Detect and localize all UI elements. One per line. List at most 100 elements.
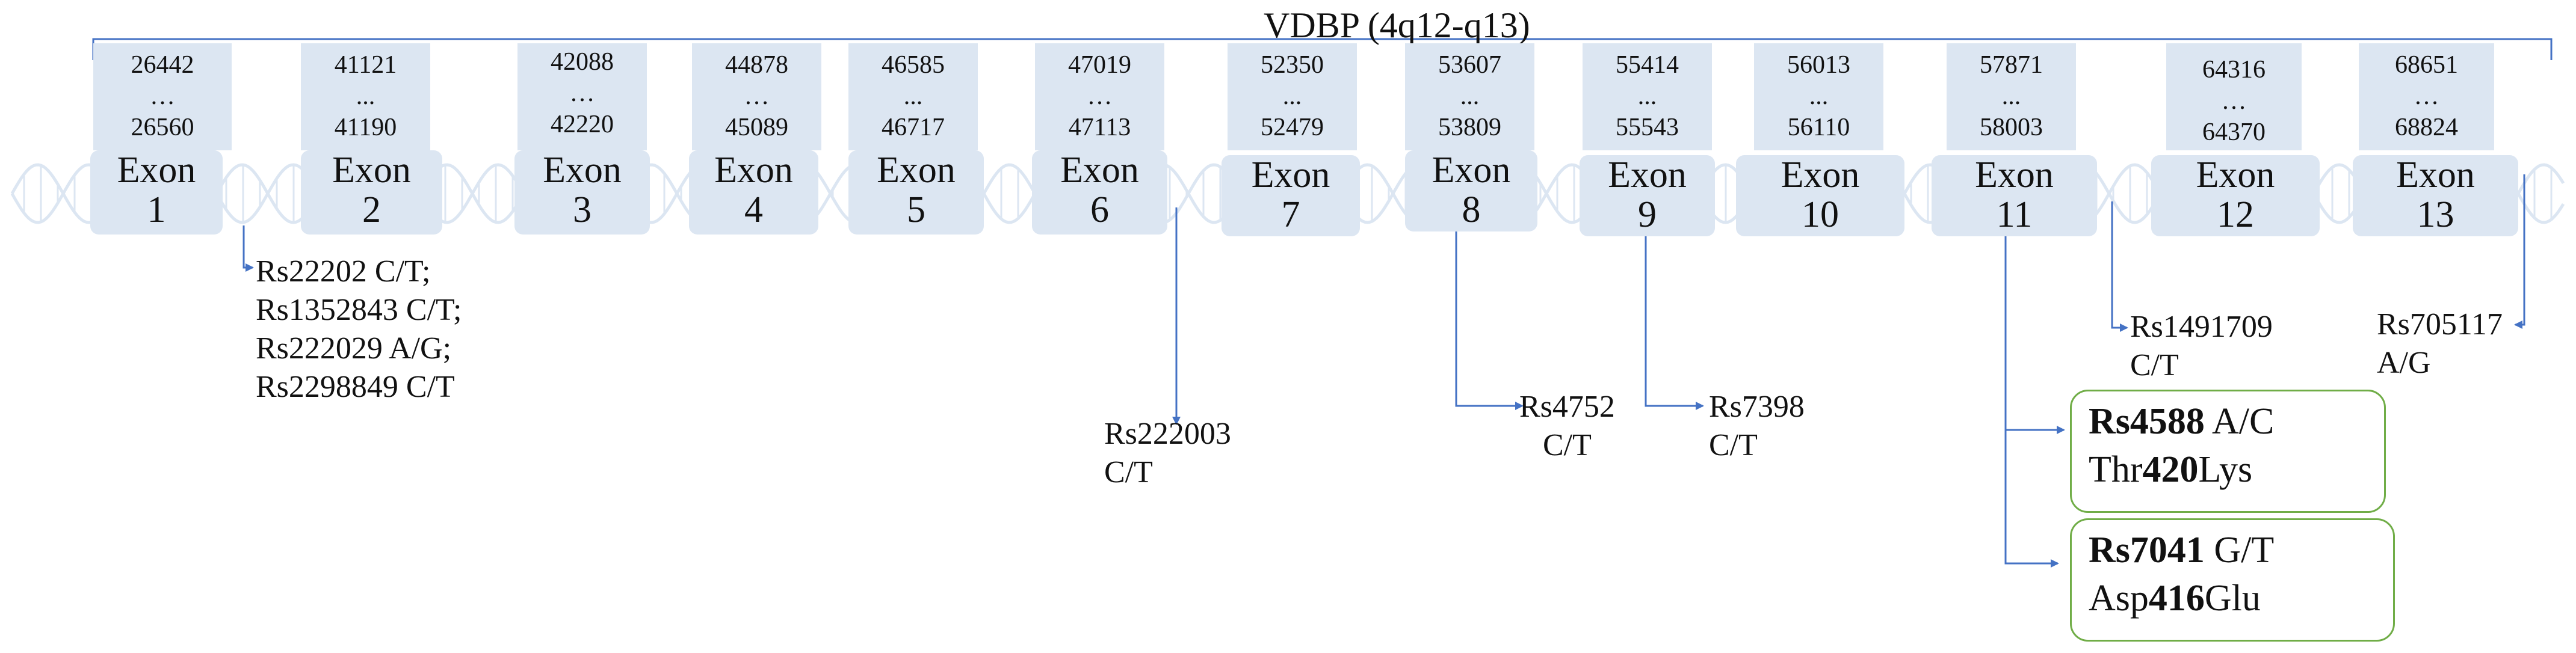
coord-start: 64316 [2202,56,2266,84]
exon-number: 9 [1638,194,1657,235]
exon-12: Exon 12 [2151,155,2320,236]
coord-end: 26560 [131,114,194,141]
exon-number: 2 [362,189,381,230]
aa-prefix: Asp [2089,578,2149,619]
exon-coordinates: 52350 ... 52479 [1228,43,1357,150]
exon-label: Exon [332,150,411,191]
coord-end: 68824 [2395,114,2458,141]
rs-id: Rs7041 [2089,530,2205,571]
arrow-exon8-snp [1455,207,1524,410]
exon-coordinates: 55414 ... 55543 [1583,43,1712,150]
exon-label: Exon [1608,155,1687,195]
snp-label-exon2: Rs22202 C/T; Rs1352843 C/T; Rs222029 A/G… [256,253,462,406]
exon-label: Exon [1432,150,1511,191]
exon-8: Exon 8 [1405,150,1537,231]
snp-connector-arrows [242,174,2525,568]
exon-coordinates: 64316 … 64370 [2166,43,2302,150]
snp-line: C/T [1104,455,1153,489]
snp-line: Rs222003 [1104,417,1231,451]
arrow-exon9-snp [1645,228,1704,410]
exon-coordinates: 47019 … 47113 [1035,43,1164,150]
exon-coordinates: 41121 ... 41190 [301,43,430,150]
coord-ellipsis: … [2414,82,2439,110]
arrow-exon12-snp [2111,201,2128,332]
coord-ellipsis: … [2221,87,2247,115]
exon-number: 4 [744,189,763,230]
exon-number: 8 [1462,189,1481,230]
coord-start: 26442 [131,51,194,79]
exon-coordinates: 57871 ... 58003 [1947,43,2076,150]
coord-start: 44878 [725,51,788,79]
exon-coordinates: 26442 … 26560 [93,43,232,150]
exon-number: 11 [1996,194,2033,235]
aa-suffix: Glu [2204,578,2261,619]
aa-suffix: Lys [2198,449,2253,490]
exon-6: Exon 6 [1032,150,1167,235]
exon-coordinates: 56013 ... 56110 [1754,43,1883,150]
exon-label: Exon [1251,155,1330,195]
exon-coordinates: 68651 … 68824 [2359,43,2494,150]
coord-start: 41121 [334,51,397,79]
snp-line: Rs2298849 C/T [256,370,455,404]
coord-end: 56110 [1787,114,1850,141]
exon-11: Exon 11 [1932,155,2097,236]
snp-line: A/G [2377,346,2431,380]
exon-label: Exon [877,150,956,191]
snp-line: C/T [1709,428,1758,462]
exon-number: 3 [573,189,591,230]
coord-start: 42088 [551,48,614,76]
exon-coordinates: 46585 ... 46717 [848,43,978,150]
coord-end: 55543 [1616,114,1679,141]
coord-start: 53607 [1438,51,1501,79]
coord-start: 68651 [2395,51,2458,79]
exon-label: Exon [2196,155,2275,195]
exon-coordinates: 53607 ... 53809 [1405,43,1534,150]
coord-end: 64370 [2202,118,2266,146]
exon-number: 6 [1090,189,1109,230]
exon-number: 10 [1802,194,1839,235]
exon-coordinates: 42088 … 42220 [517,43,647,150]
arrow-exon13-snp [2514,174,2525,329]
exon-label: Exon [543,150,622,191]
exon-number: 13 [2417,194,2454,235]
snp-line: Rs22202 C/T; [256,254,431,289]
exon-label: Exon [2396,155,2475,195]
exon-coordinates: 44878 … 45089 [692,43,821,150]
coord-ellipsis: … [150,82,175,110]
coord-start: 55414 [1616,51,1679,79]
coord-ellipsis: … [569,79,595,107]
coord-end: 42220 [551,111,614,138]
aa-position: 416 [2148,578,2205,619]
exon-7: Exon 7 [1222,155,1360,236]
coord-end: 58003 [1980,114,2043,141]
exon-1: Exon 1 [90,150,223,235]
snp-label-exon13: Rs705117 A/G [2377,305,2503,382]
exon-2: Exon 2 [301,150,442,235]
snp-line: Rs705117 [2377,307,2503,342]
coord-start: 52350 [1261,51,1324,79]
exon-5: Exon 5 [848,150,984,235]
snp-line: Rs4752 [1519,390,1615,424]
snp-line: Rs7398 [1709,390,1805,424]
exon-number: 12 [2217,194,2254,235]
snp-line: Rs1491709 [2130,310,2273,344]
exon-9: Exon 9 [1580,155,1715,236]
coord-ellipsis: ... [1460,82,1480,110]
coord-ellipsis: ... [356,82,375,110]
aa-position: 420 [2142,449,2199,490]
coord-end: 41190 [334,114,397,141]
snp-label-exon8: Rs4752 C/T [1519,388,1615,465]
arrow-exon2-snps [242,225,254,272]
exon-13: Exon 13 [2353,155,2518,236]
exon-number: 1 [147,189,166,230]
allele: G/T [2204,530,2275,571]
coord-start: 47019 [1068,51,1131,79]
snp-line: C/T [2130,348,2179,382]
rs-id: Rs4588 [2089,401,2205,442]
coord-ellipsis: ... [903,82,923,110]
coord-start: 57871 [1980,51,2043,79]
coord-ellipsis: ... [1282,82,1302,110]
coord-ellipsis: … [744,82,770,110]
snp-label-exon9: Rs7398 C/T [1709,388,1805,465]
coord-ellipsis: ... [2001,82,2021,110]
